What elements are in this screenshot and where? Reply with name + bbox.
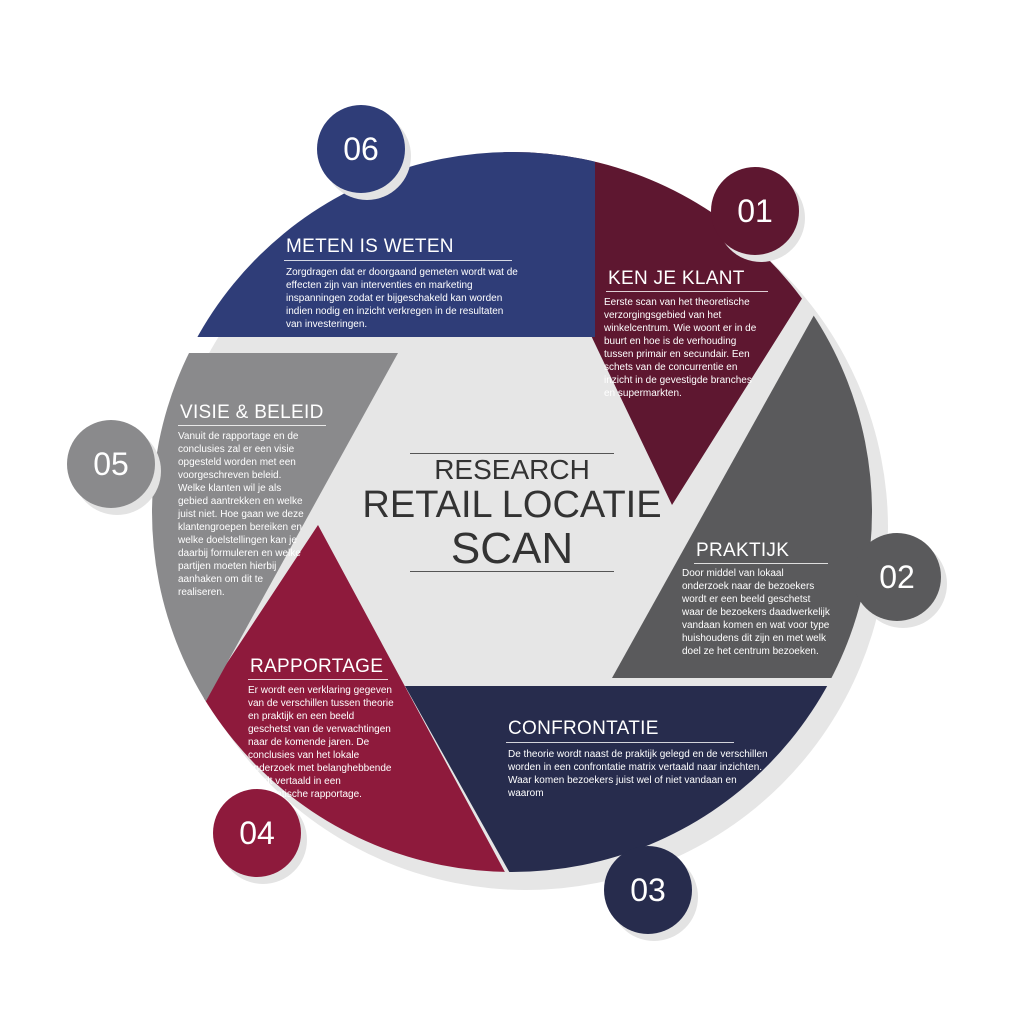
step-02-badge: 02 <box>853 533 941 621</box>
step-03-rule <box>506 742 734 743</box>
segment-visie-beleid <box>152 353 398 712</box>
step-01-badge: 01 <box>711 167 799 255</box>
step-06-badge: 06 <box>317 105 405 193</box>
step-05-title: VISIE & BELEID <box>180 402 324 423</box>
step-06-title: METEN IS WETEN <box>286 236 454 257</box>
step-04-body: Er wordt een verklaring gegeven van de v… <box>248 685 394 800</box>
step-03-body: De theorie wordt naast de praktijk geleg… <box>508 749 768 799</box>
center-title-line-2: SCAN <box>450 524 574 573</box>
step-05-rule <box>178 425 326 426</box>
step-05-body: Vanuit de rapportage en de conclusies za… <box>178 431 304 598</box>
step-01-rule <box>606 291 768 292</box>
center-title-line-1: RETAIL LOCATIE <box>362 484 662 526</box>
step-06-rule <box>284 260 512 261</box>
center-rule-top <box>410 453 614 454</box>
segment-praktijk <box>612 290 872 678</box>
step-02-body-text: Door middel van lokaal onderzoek naar de… <box>682 568 830 657</box>
step-06-body: Zorgdragen dat er doorgaand gemeten word… <box>286 267 518 330</box>
step-03-title: CONFRONTATIE <box>508 718 659 739</box>
step-03-badge: 03 <box>604 846 692 934</box>
center-subtitle: RESEARCH <box>434 454 590 485</box>
step-04-title: RAPPORTAGE <box>250 656 384 677</box>
step-02-title: PRAKTIJK <box>696 540 790 561</box>
step-04-badge: 04 <box>213 789 301 877</box>
step-01-title: KEN JE KLANT <box>608 268 745 289</box>
step-02-rule <box>694 563 828 564</box>
step-05-badge: 05 <box>67 420 155 508</box>
step-04-rule <box>248 679 388 680</box>
step-01-body: Eerste scan van het theoretische verzorg… <box>604 297 757 399</box>
center-rule-bottom <box>410 571 614 572</box>
